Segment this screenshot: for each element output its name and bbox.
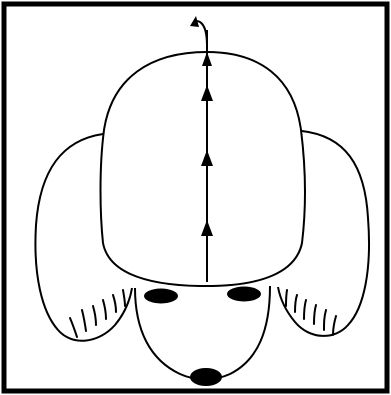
left-eye-icon — [144, 289, 178, 304]
dog-head-icon — [101, 52, 305, 286]
right-eye-icon — [227, 287, 261, 302]
nose-icon — [190, 368, 222, 386]
